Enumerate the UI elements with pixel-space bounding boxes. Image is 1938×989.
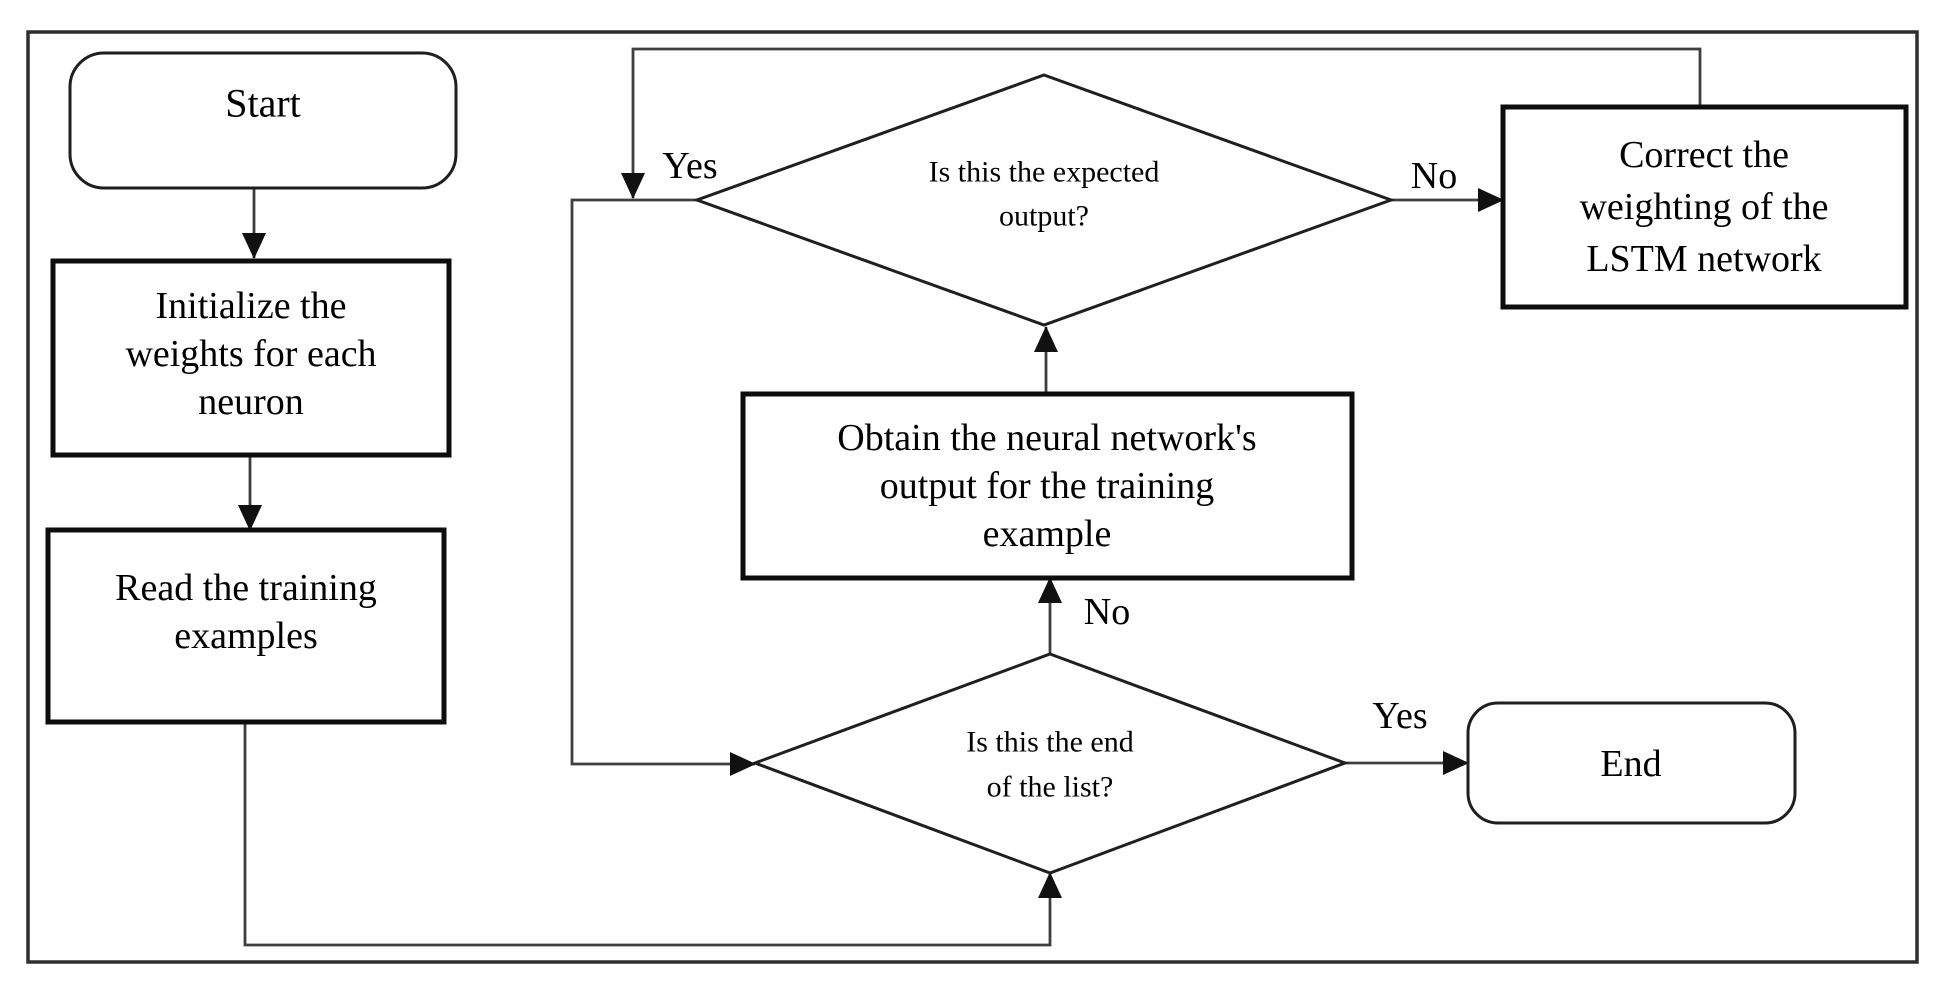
read-examples-node: Read the training examples [45, 527, 447, 725]
start-node-shape [68, 51, 458, 190]
end-node: End [1466, 701, 1797, 825]
expected-output-decision: Is this the expected output? [692, 73, 1396, 327]
initialize-weights-node: Initialize the weights for each neuron [50, 258, 452, 458]
label-expected-yes: Yes [662, 145, 717, 187]
end-node-shape [1466, 701, 1797, 825]
expected-output-decision-shape [692, 73, 1396, 327]
edge-read-to-endlist [243, 722, 1062, 947]
initialize-weights-line: neuron [198, 381, 304, 423]
correct-weighting-line: LSTM network [1586, 238, 1821, 280]
edge-correct-loopback [621, 47, 1702, 199]
expected-output-line: Is this the expected [929, 156, 1160, 189]
end-of-list-line: of the list? [987, 771, 1114, 804]
obtain-output-node: Obtain the neural network's output for t… [740, 391, 1355, 581]
end-of-list-line: Is this the end [966, 726, 1133, 759]
edges [238, 47, 1702, 947]
label-endlist-yes: Yes [1372, 695, 1427, 737]
label-expected-no: No [1411, 155, 1457, 197]
start-node-label: Start [225, 81, 301, 126]
obtain-output-line: example [983, 513, 1112, 555]
obtain-output-line: output for the training [880, 465, 1215, 507]
correct-weighting-node: Correct the weighting of the LSTM networ… [1500, 104, 1909, 310]
end-of-list-decision: Is this the end of the list? [750, 652, 1350, 875]
initialize-weights-line: Initialize the [156, 285, 347, 327]
correct-weighting-line: weighting of the [1579, 186, 1828, 228]
initialize-weights-line: weights for each [125, 333, 376, 375]
correct-weighting-node-shape [1500, 104, 1909, 310]
label-endlist-no: No [1084, 591, 1130, 633]
end-of-list-decision-shape [750, 652, 1350, 875]
obtain-output-line: Obtain the neural network's [837, 417, 1256, 459]
end-node-label: End [1600, 743, 1661, 785]
read-examples-line: Read the training [115, 567, 377, 609]
read-examples-line: examples [174, 615, 318, 657]
correct-weighting-line: Correct the [1619, 134, 1789, 176]
obtain-output-node-shape [740, 391, 1355, 581]
figure-border [26, 30, 1919, 964]
edge-expected-yes-to-endlist [570, 198, 756, 776]
read-examples-node-shape [45, 527, 447, 725]
initialize-weights-node-shape [50, 258, 452, 458]
start-node: Start [68, 51, 458, 190]
expected-output-line: output? [999, 200, 1089, 233]
